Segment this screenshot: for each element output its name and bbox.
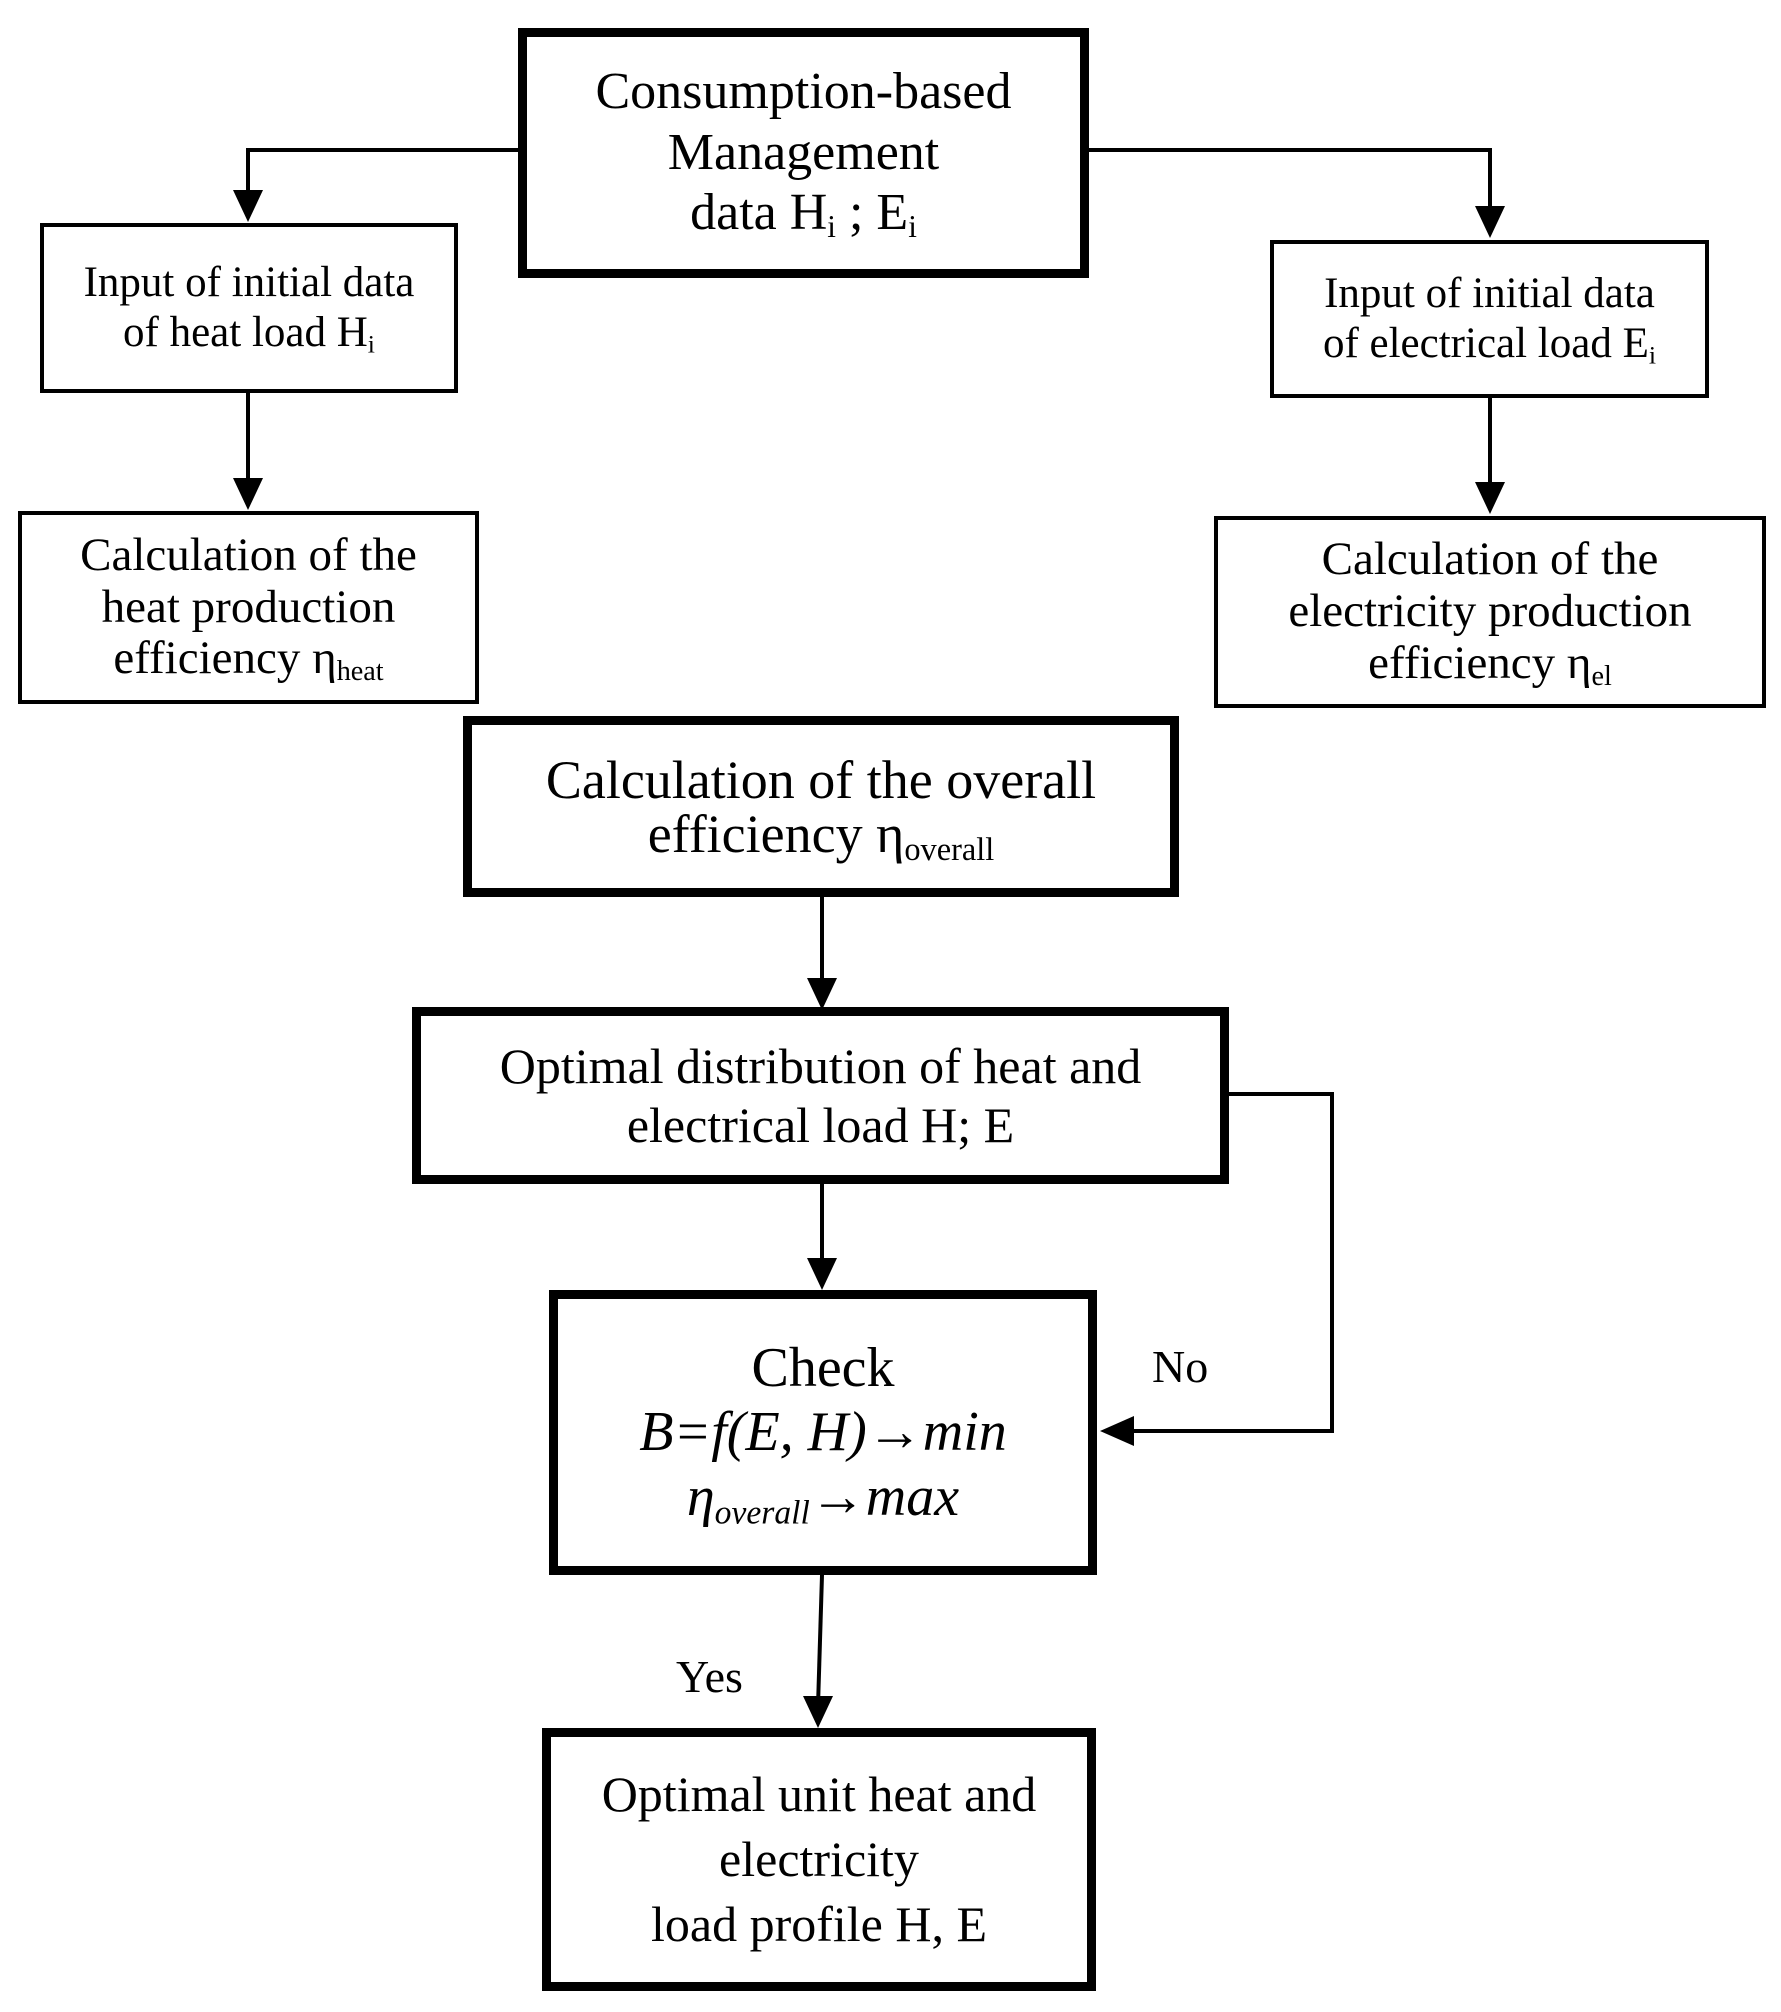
node-text: data Hi ; Ei (690, 184, 917, 245)
node-text: ηoverall→max (686, 1465, 960, 1532)
arrow-top-to-elec-input (1089, 148, 1492, 218)
node-text: Optimal distribution of heat and (499, 1038, 1142, 1094)
node-text: of heat load Hi (123, 309, 375, 359)
node-text: Check (751, 1336, 895, 1399)
node-text: Input of initial data (83, 258, 415, 306)
node-text: Calculation of the (80, 528, 417, 581)
node-text: B=f(E, H)→min (639, 1401, 1007, 1464)
node-text: heat production (101, 580, 396, 633)
node-text: efficiency ηheat (113, 632, 384, 688)
node-optimal-distribution: Optimal distribution of heat and electri… (412, 1007, 1229, 1184)
node-text: Calculation of the (1321, 533, 1659, 586)
node-check-condition: Check B=f(E, H)→min ηoverall→max (549, 1290, 1097, 1575)
node-heat-load-input: Input of initial data of heat load Hi (40, 223, 458, 393)
node-text: Calculation of the overall (545, 749, 1097, 810)
edge-label-no: No (1152, 1341, 1209, 1392)
node-text: electricity (719, 1831, 919, 1887)
node-optimal-load-profile: Optimal unit heat and electricity load p… (542, 1728, 1096, 1991)
edge-label-yes: Yes (676, 1651, 743, 1702)
node-text: Optimal unit heat and (601, 1766, 1037, 1822)
node-consumption-management-data: Consumption-based Management data Hi ; E… (518, 28, 1089, 278)
node-text: efficiency ηoverall (647, 803, 995, 868)
node-text: Management (667, 123, 940, 181)
node-heat-efficiency: Calculation of the heat production effic… (18, 511, 479, 704)
node-electricity-efficiency: Calculation of the electricity productio… (1214, 516, 1766, 708)
arrow-no-loop (1122, 1092, 1334, 1433)
node-overall-efficiency: Calculation of the overall efficiency ηo… (463, 716, 1179, 897)
node-text: Input of initial data (1324, 269, 1655, 317)
node-text: Consumption-based (595, 62, 1012, 120)
node-text: electricity production (1288, 585, 1692, 638)
node-text: of electrical load Ei (1322, 320, 1657, 370)
node-text: efficiency ηel (1368, 636, 1612, 692)
node-electrical-load-input: Input of initial data of electrical load… (1270, 240, 1709, 398)
arrow-top-to-heat-input (246, 148, 518, 202)
node-text: electrical load H; E (626, 1096, 1015, 1153)
arrow-yes (816, 1574, 824, 1707)
node-text: load profile H, E (650, 1896, 987, 1952)
